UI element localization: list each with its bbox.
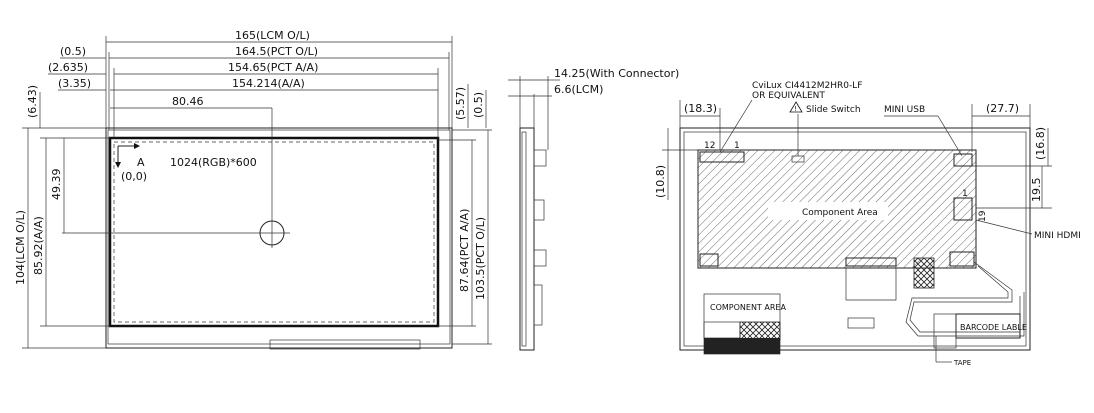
mini-hdmi-label: MINI HDMI xyxy=(1034,231,1081,241)
dim-lcm-outline-h: 104(LCM O/L) xyxy=(14,210,27,285)
barcode-text: BARCODE LABLE xyxy=(960,323,1027,332)
dim-with-connector: 14.25(With Connector) xyxy=(554,67,679,80)
component-area-small: COMPONENT AREA xyxy=(710,303,786,312)
mini-usb-label: MINI USB xyxy=(884,105,925,115)
connector-equiv: OR EQUIVALENT xyxy=(752,91,825,101)
dim-183: (18.3) xyxy=(684,102,717,115)
mini-hdmi-port xyxy=(953,197,973,221)
lcm-outline xyxy=(105,127,453,349)
dim-lcm-outline: 165(LCM O/L) xyxy=(235,29,310,42)
tape-label: TAPE xyxy=(953,359,971,367)
warning-glyph: ! xyxy=(794,105,797,113)
dim-center-x: 80.46 xyxy=(172,95,204,108)
dim-active-area: 154.214(A/A) xyxy=(232,77,305,90)
component-area-label: Component Area xyxy=(802,208,878,218)
dim-pct-active: 154.65(PCT A/A) xyxy=(228,61,318,74)
dim-top-557: (5.57) xyxy=(454,87,467,120)
dim-195: 19.5 xyxy=(1030,178,1043,203)
dim-offset-2635: (2.635) xyxy=(48,61,88,74)
slide-switch xyxy=(791,155,805,163)
pin-19: 19 xyxy=(978,210,988,222)
dim-top-05: (0.5) xyxy=(472,92,485,118)
dim-offset-335: (3.35) xyxy=(58,77,91,90)
dim-lcm-thickness: 6.6(LCM) xyxy=(554,83,603,96)
active-area xyxy=(108,136,440,328)
origin-coord: (0,0) xyxy=(121,170,147,183)
rear-outline xyxy=(679,127,1031,351)
fpc-connector xyxy=(699,151,745,163)
connector-part: CviLux CI4412M2HR0-LF xyxy=(752,81,862,91)
pin-12: 12 xyxy=(704,141,715,151)
side-view: 14.25(With Connector) 6.6(LCM) xyxy=(508,67,679,351)
tape xyxy=(933,313,957,349)
dim-active-area-h: 85.92(A/A) xyxy=(32,216,45,275)
slide-switch-label: Slide Switch xyxy=(806,105,861,115)
pin-1b: 1 xyxy=(962,189,968,199)
dim-277: (27.7) xyxy=(986,102,1019,115)
resolution-label: 1024(RGB)*600 xyxy=(170,156,257,169)
dim-168: (16.8) xyxy=(1034,127,1047,160)
mini-usb-port xyxy=(953,153,973,167)
dim-offset-05: (0.5) xyxy=(60,45,86,58)
dim-108: (10.8) xyxy=(654,165,667,198)
dim-top-offset: (6.43) xyxy=(26,85,39,118)
origin-label: A xyxy=(137,156,145,169)
dim-center-y: 49.39 xyxy=(50,169,63,201)
dim-pct-outline-h: 103.5(PCT O/L) xyxy=(474,217,487,300)
pin-1: 1 xyxy=(734,141,740,151)
warning-icon xyxy=(789,101,803,113)
rear-view: Component Area 12 1 CviLux CI4412M2HR0-L… xyxy=(654,81,1081,367)
dim-pct-active-h: 87.64(PCT A/A) xyxy=(458,209,471,292)
front-view: A (0,0) 1024(RGB)*600 165(LCM O/L) 164.5… xyxy=(14,29,492,350)
side-profile xyxy=(519,127,535,351)
dim-pct-outline: 164.5(PCT O/L) xyxy=(235,45,318,58)
